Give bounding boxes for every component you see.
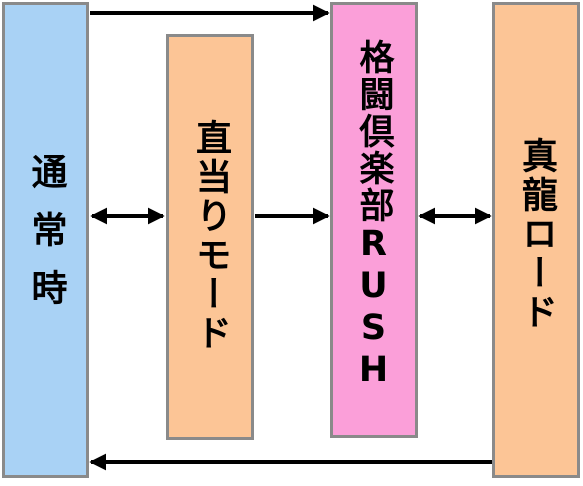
shinryu-road-label: 真龍ロード: [516, 137, 557, 332]
normal-state-box: 通常時: [2, 2, 89, 478]
direct-hit-mode-box: 直当りモード: [166, 34, 254, 440]
rush-box: 格闘倶楽部RUSH: [330, 2, 418, 438]
normal-state-label: 通常時: [25, 153, 67, 327]
direct-hit-mode-label: 直当りモード: [190, 119, 231, 353]
shinryu-road-box: 真龍ロード: [492, 2, 580, 478]
rush-label: 格闘倶楽部RUSH: [353, 39, 394, 392]
